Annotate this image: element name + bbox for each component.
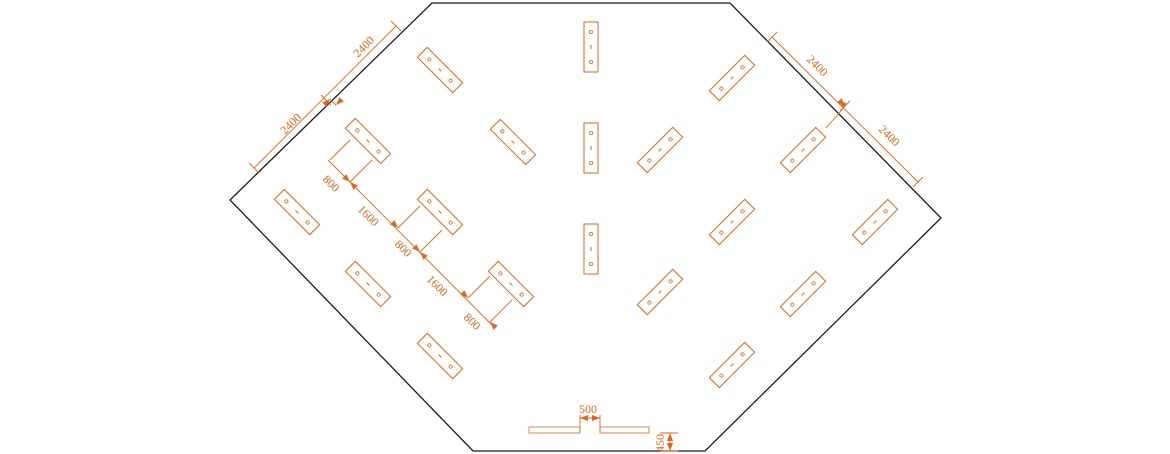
light-fixture xyxy=(344,260,392,308)
light-fixture xyxy=(489,118,537,166)
dimension-arrow xyxy=(336,97,344,105)
light-fixture xyxy=(487,260,535,308)
dim-label-top-left-lower: 2400 xyxy=(277,110,304,137)
light-fixture xyxy=(708,198,756,246)
light-fixture xyxy=(636,126,684,174)
light-fixture xyxy=(708,341,756,389)
dim-label-top-right-lower: 2400 xyxy=(876,122,903,149)
light-fixture xyxy=(583,122,599,174)
dim-top-left xyxy=(248,20,402,174)
light-fixture xyxy=(416,46,464,94)
dimension-arrow xyxy=(390,220,398,228)
dim-label-top-right-upper: 2400 xyxy=(804,52,831,79)
dimension-arrow xyxy=(322,99,330,107)
dim-label-offset-1: 800 xyxy=(320,172,343,195)
light-fixture xyxy=(779,270,827,318)
dimension-arrow xyxy=(667,433,673,441)
light-fixture xyxy=(416,332,464,380)
dim-label-bottom-height: 450 xyxy=(653,434,667,452)
dim-label-top-left-upper: 2400 xyxy=(350,33,377,60)
dim-label-spacing-1: 1600 xyxy=(355,202,382,229)
dimension-arrow xyxy=(839,100,847,108)
dimension-arrow xyxy=(667,443,673,451)
fixtures-layer xyxy=(273,21,899,389)
light-fixture xyxy=(416,188,464,236)
dimension-arrow xyxy=(350,182,358,190)
dimension-arrow xyxy=(592,415,600,421)
dim-top-right xyxy=(766,31,924,188)
dimension-arrow xyxy=(460,290,468,298)
dimension-arrow xyxy=(420,252,428,260)
dimension-arrow xyxy=(580,415,588,421)
room-outline xyxy=(229,2,942,452)
light-fixture xyxy=(851,198,899,246)
dim-chain xyxy=(327,139,513,326)
light-fixture xyxy=(583,21,599,73)
light-fixture xyxy=(273,188,321,236)
light-fixture xyxy=(779,126,827,174)
dimension-arrow xyxy=(342,174,350,182)
dim-label-offset-2: 800 xyxy=(392,237,415,260)
entrance-detail xyxy=(528,426,650,434)
light-fixture xyxy=(344,117,392,165)
dim-label-spacing-2: 1600 xyxy=(424,272,451,299)
light-fixture xyxy=(583,223,599,275)
dimension-arrow xyxy=(490,322,498,330)
light-fixture xyxy=(636,268,684,316)
dim-label-bottom-gap: 500 xyxy=(579,402,597,416)
dimension-arrow xyxy=(412,244,420,252)
light-fixture xyxy=(708,54,756,102)
